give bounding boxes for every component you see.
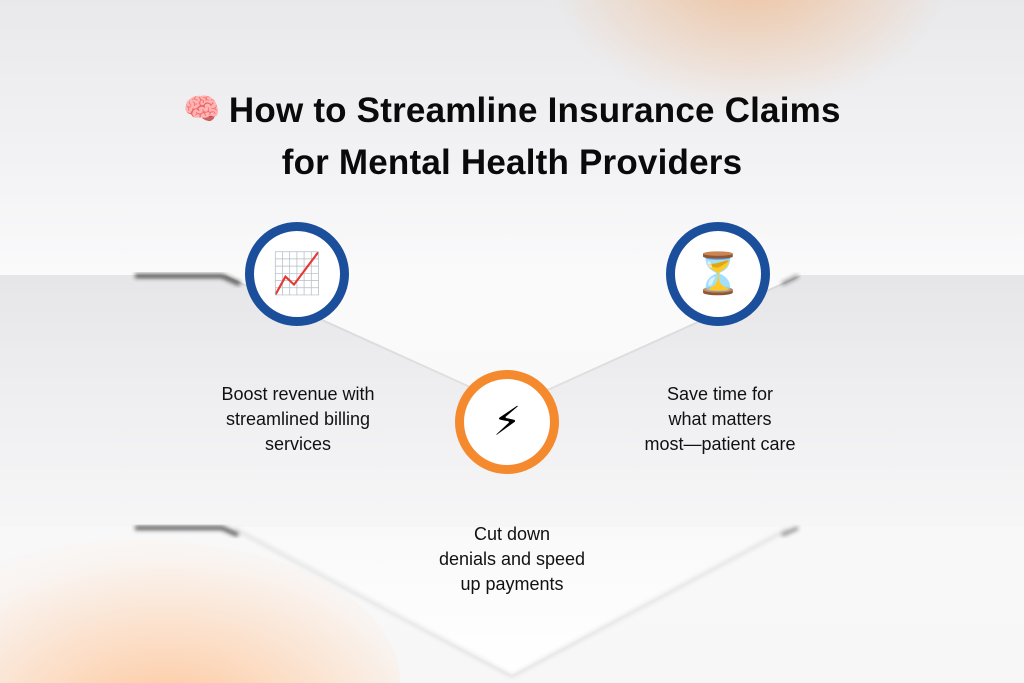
chart-increasing-icon: 📈 bbox=[272, 251, 322, 297]
caption-line: Save time for bbox=[666, 384, 774, 404]
revenue-icon-circle: 📈 bbox=[245, 222, 349, 326]
title-text-1: How to Streamline Insurance Claims bbox=[228, 91, 841, 130]
caption-line: up payments bbox=[460, 574, 564, 594]
time-caption: Save time for what matters most—patient … bbox=[605, 382, 835, 457]
caption-line: most—patient care bbox=[644, 434, 796, 454]
revenue-caption: Boost revenue with streamlined billing s… bbox=[188, 382, 408, 457]
caption-line: services bbox=[264, 434, 331, 454]
lightning-icon: ⚡ bbox=[492, 399, 522, 445]
middle-band bbox=[0, 275, 1024, 527]
denials-icon-circle: ⚡ bbox=[455, 370, 559, 474]
lower-chevron bbox=[230, 527, 790, 675]
denials-caption: Cut down denials and speed up payments bbox=[402, 522, 622, 597]
brain-icon: 🧠 bbox=[183, 93, 221, 126]
page-title: 🧠How to Streamline Insurance Claims for … bbox=[0, 84, 1024, 189]
hourglass-icon: ⏳ bbox=[693, 251, 743, 297]
title-line-2: for Mental Health Providers bbox=[281, 143, 743, 182]
time-icon-circle: ⏳ bbox=[666, 222, 770, 326]
caption-line: denials and speed bbox=[438, 549, 586, 569]
title-line-1: 🧠How to Streamline Insurance Claims bbox=[0, 84, 1024, 137]
caption-line: what matters bbox=[668, 409, 772, 429]
caption-line: streamlined billing bbox=[225, 409, 371, 429]
caption-line: Cut down bbox=[473, 524, 551, 544]
caption-line: Boost revenue with bbox=[221, 384, 375, 404]
